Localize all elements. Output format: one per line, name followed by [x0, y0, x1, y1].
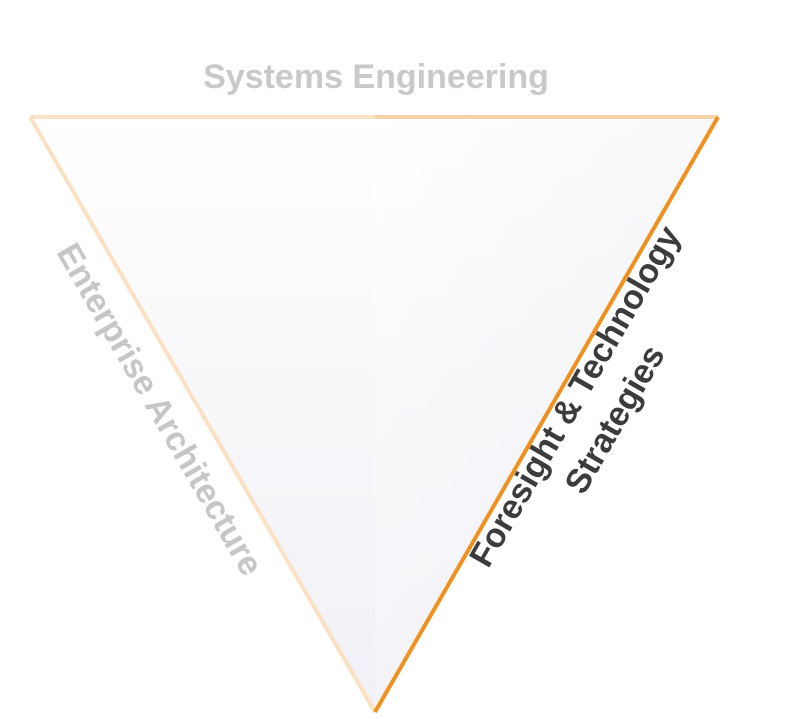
right-edge [373, 116, 720, 713]
left-edge [28, 115, 377, 714]
top-label-systems-engineering: Systems Engineering [203, 58, 549, 96]
